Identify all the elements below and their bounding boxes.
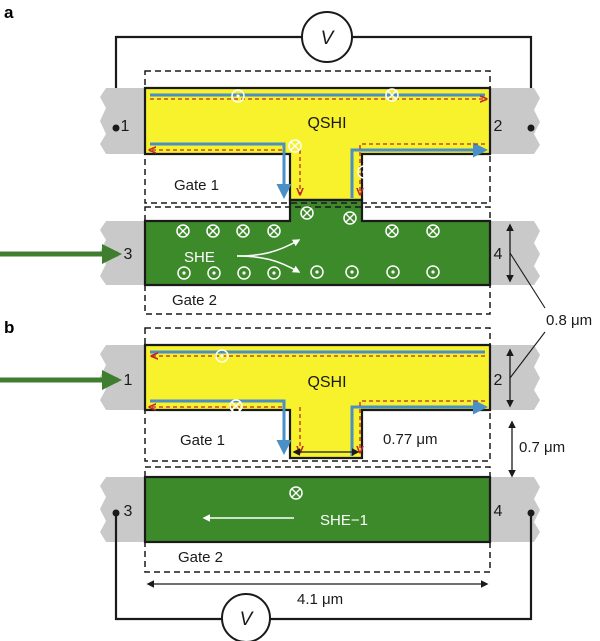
terminal-3-b: 3	[124, 503, 133, 520]
voltmeter-a-label: V	[321, 28, 336, 49]
gate2-label-b: Gate 2	[178, 549, 223, 566]
terminal-2-a: 2	[494, 118, 503, 135]
terminal-2-b: 2	[494, 372, 503, 389]
dot-circle-icon	[231, 89, 245, 103]
edge-right-blue-a	[350, 142, 488, 198]
width-label: 0.8 μm	[546, 312, 592, 329]
edge-right-blue-b	[350, 399, 488, 456]
dot-circle-icon	[426, 265, 440, 279]
constriction-label: 0.77 μm	[383, 431, 438, 448]
she-arrow-down-a	[236, 255, 301, 273]
terminal-dot-3b	[112, 509, 120, 517]
contact-1-a	[100, 88, 150, 154]
cross-circle-icon	[289, 486, 303, 500]
wire-b-right	[270, 513, 533, 621]
cross-circle-icon	[385, 88, 399, 102]
dot-circle-icon	[357, 165, 371, 179]
terminal-dot-2a	[527, 124, 535, 132]
separation-label: 0.7 μm	[519, 439, 565, 456]
contact-2-a	[490, 88, 540, 154]
cross-circle-icon	[229, 399, 243, 413]
gate1-label-b: Gate 1	[180, 432, 225, 449]
dot-circle-icon	[177, 266, 191, 280]
gate1-outline-a	[144, 70, 491, 204]
qshi-label-b: QSHI	[307, 374, 346, 391]
cross-circle-icon	[426, 224, 440, 238]
voltmeter-b	[221, 593, 271, 641]
edge-left-blue-b	[150, 399, 292, 455]
dot-circle-icon	[310, 265, 324, 279]
cross-circle-icon	[176, 224, 190, 238]
gate2-label-a: Gate 2	[172, 292, 217, 309]
edge-left-blue-a	[150, 142, 292, 199]
dot-circle-icon	[237, 266, 251, 280]
contact-3-b	[100, 477, 150, 542]
terminal-4-b: 4	[494, 503, 503, 520]
she-region-a	[143, 198, 492, 287]
cross-circle-icon	[288, 139, 302, 153]
cross-circle-icon	[206, 224, 220, 238]
she-label: SHE	[184, 249, 215, 266]
contact-3-a	[100, 221, 150, 285]
cross-circle-icon	[236, 224, 250, 238]
qshi-label-a: QSHI	[307, 115, 346, 132]
dot-circle-icon	[215, 349, 229, 363]
dot-circle-icon	[386, 265, 400, 279]
terminal-3-a: 3	[124, 246, 133, 263]
panel-a-label: a	[4, 3, 14, 22]
terminal-1-a: 1	[121, 118, 130, 135]
cross-circle-icon	[300, 206, 314, 220]
voltmeter-a	[301, 11, 353, 63]
length-label: 4.1 μm	[297, 591, 343, 608]
terminal-dot-1a	[112, 124, 120, 132]
cross-circle-icon	[267, 224, 281, 238]
dim-leader-b	[509, 331, 546, 379]
gate1-outline-b	[144, 327, 491, 462]
panel-b-label: b	[4, 318, 14, 337]
she-inverse-label: SHE−1	[320, 512, 368, 529]
terminal-4-a: 4	[494, 246, 503, 263]
contact-4-a	[490, 221, 540, 285]
dot-circle-icon	[345, 265, 359, 279]
wire-b-left	[114, 513, 222, 621]
gate2-outline-b	[144, 466, 491, 573]
terminal-1-b: 1	[124, 372, 133, 389]
cross-circle-icon	[343, 211, 357, 225]
contact-1-b	[100, 345, 150, 410]
dim-leader-a	[509, 252, 546, 309]
dot-circle-icon	[207, 266, 221, 280]
terminal-dot-4b	[527, 509, 535, 517]
she-inverse-region	[143, 475, 492, 544]
cross-circle-icon	[385, 224, 399, 238]
gate2-outline-a	[144, 206, 491, 315]
voltmeter-b-label: V	[240, 609, 255, 630]
dot-circle-icon	[267, 266, 281, 280]
gate1-label-a: Gate 1	[174, 177, 219, 194]
contact-4-b	[490, 477, 540, 542]
contact-2-b	[490, 345, 540, 410]
